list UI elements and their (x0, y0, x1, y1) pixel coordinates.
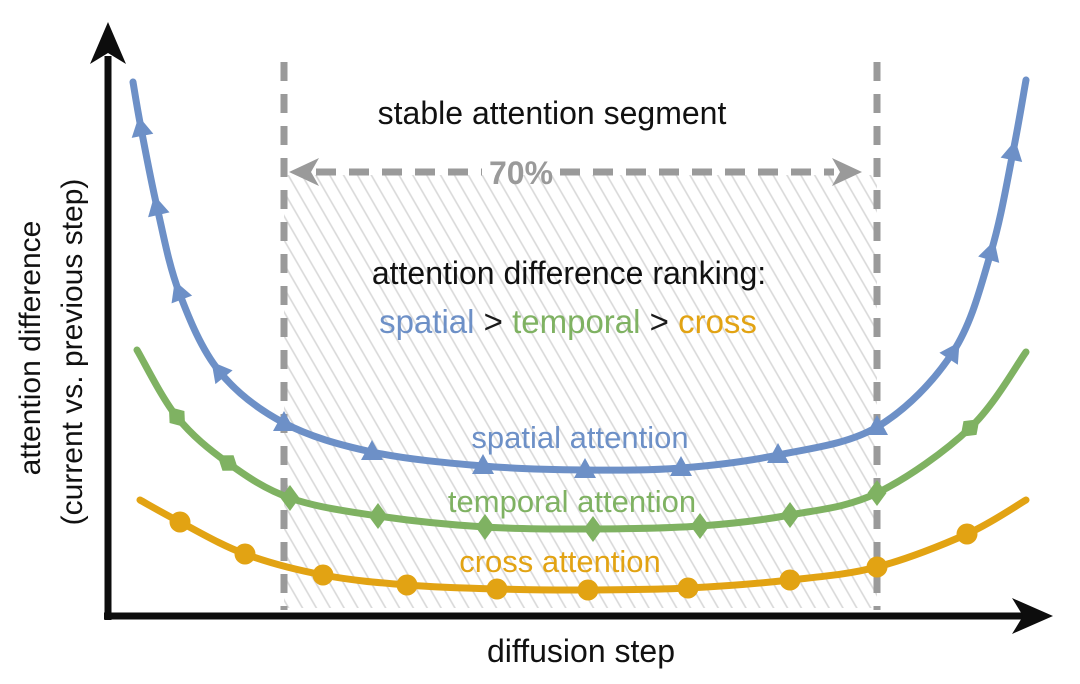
ranking-title: attention difference ranking: (372, 255, 766, 291)
marker-circle-cross (956, 523, 978, 545)
ranking-part: > (640, 303, 678, 340)
marker-triangle-spatial (866, 415, 888, 435)
marker-triangle-spatial (472, 454, 494, 474)
y-axis-label-line2: (current vs. previous step) (56, 179, 89, 526)
marker-circle-cross (396, 574, 418, 596)
x-axis-arrowhead-icon (1012, 598, 1053, 634)
marker-diamond-temporal (368, 503, 388, 529)
series-cross (136, 496, 1030, 601)
marker-triangle-spatial (574, 458, 596, 478)
y-axis-arrowhead-icon (90, 22, 126, 64)
marker-triangle-spatial (171, 280, 193, 304)
marker-circle-cross (486, 578, 508, 600)
marker-diamond-temporal (960, 419, 980, 437)
ranking-part: cross (678, 303, 757, 340)
marker-triangle-spatial (978, 240, 1000, 263)
marker-diamond-temporal (168, 406, 186, 428)
marker-circle-cross (169, 511, 191, 533)
marker-diamond-temporal (583, 516, 603, 542)
marker-circle-cross (866, 556, 888, 578)
ranking-part: temporal (512, 303, 640, 340)
marker-diamond-temporal (780, 502, 800, 528)
curves-group (129, 76, 1030, 601)
marker-diamond-temporal (690, 513, 710, 539)
marker-circle-cross (312, 564, 334, 586)
segment-percent-label: 70% (489, 155, 553, 191)
axes (90, 22, 1053, 634)
ranking-part: spatial (379, 303, 474, 340)
marker-triangle-spatial (1000, 140, 1023, 163)
stable-segment-title: stable attention segment (378, 95, 727, 131)
marker-circle-cross (577, 579, 599, 601)
marker-triangle-spatial (148, 195, 170, 218)
y-axis-label-line1: attention difference (14, 221, 47, 476)
marker-diamond-temporal (217, 455, 239, 471)
marker-diamond-temporal (867, 480, 887, 506)
marker-circle-cross (234, 543, 256, 565)
x-axis-label: diffusion step (487, 633, 675, 669)
marker-triangle-spatial (361, 440, 383, 460)
marker-triangle-spatial (131, 116, 154, 138)
series-curve-spatial (129, 76, 1030, 474)
marker-triangle-spatial (939, 341, 960, 365)
segment-width-arrow (289, 158, 862, 186)
marker-diamond-temporal (475, 514, 495, 540)
series-spatial (129, 76, 1030, 478)
left-arrowhead-icon (289, 158, 319, 186)
marker-triangle-spatial (767, 443, 789, 463)
marker-triangle-spatial (670, 456, 692, 476)
ranking-part: > (474, 303, 512, 340)
marker-triangle-spatial (273, 411, 295, 431)
marker-triangle-spatial (211, 361, 233, 385)
marker-diamond-temporal (280, 485, 300, 511)
marker-circle-cross (677, 577, 699, 599)
series-label-spatial: spatial attention (471, 420, 688, 455)
series-temporal (133, 346, 1030, 542)
marker-circle-cross (779, 569, 801, 591)
right-arrowhead-icon (832, 158, 862, 186)
series-label-temporal: temporal attention (448, 484, 696, 519)
series-label-cross: cross attention (459, 544, 661, 579)
ranking-annotation: spatial > temporal > cross (379, 303, 757, 340)
stable-segment-hatch-region (284, 175, 877, 608)
